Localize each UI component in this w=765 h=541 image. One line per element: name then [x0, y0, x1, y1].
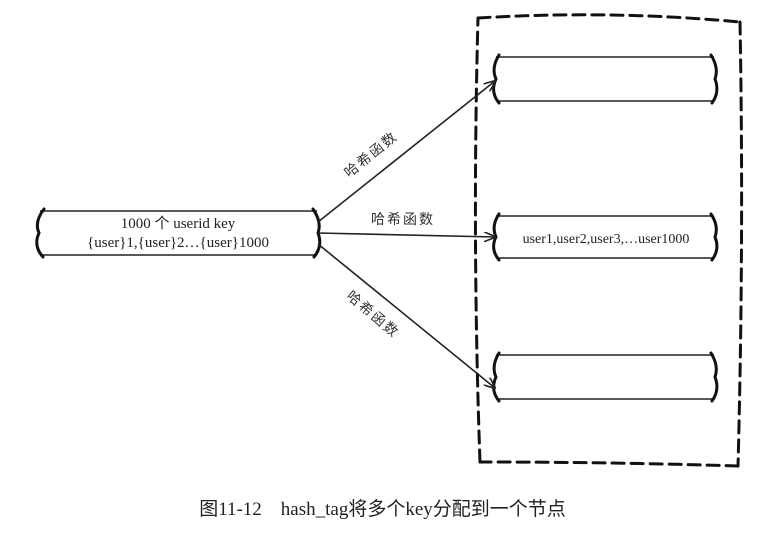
node-middle-label: user1,user2,user3,…user1000 [523, 232, 690, 247]
arrow-top-label: 哈希函数 [342, 129, 402, 182]
arrow-to-top-node [317, 81, 495, 223]
figure-caption: 图11-12 hash_tag将多个key分配到一个节点 [199, 499, 566, 520]
source-line-2: {user}1,{user}2…{user}1000 [87, 235, 269, 251]
node-top [492, 53, 719, 105]
arrow-to-bottom-node [317, 243, 495, 388]
node-middle: user1,user2,user3,…user1000 [492, 212, 719, 262]
source-key-box: 1000 个 userid key {user}1,{user}2…{user}… [35, 207, 322, 259]
node-bottom [492, 351, 719, 403]
arrow-bottom-label: 哈希函数 [343, 288, 402, 341]
arrow-middle-label: 哈希函数 [371, 212, 435, 228]
arrow-to-middle-node [317, 233, 495, 237]
cluster-outline [473, 13, 744, 468]
source-line-1: 1000 个 userid key [121, 215, 236, 232]
